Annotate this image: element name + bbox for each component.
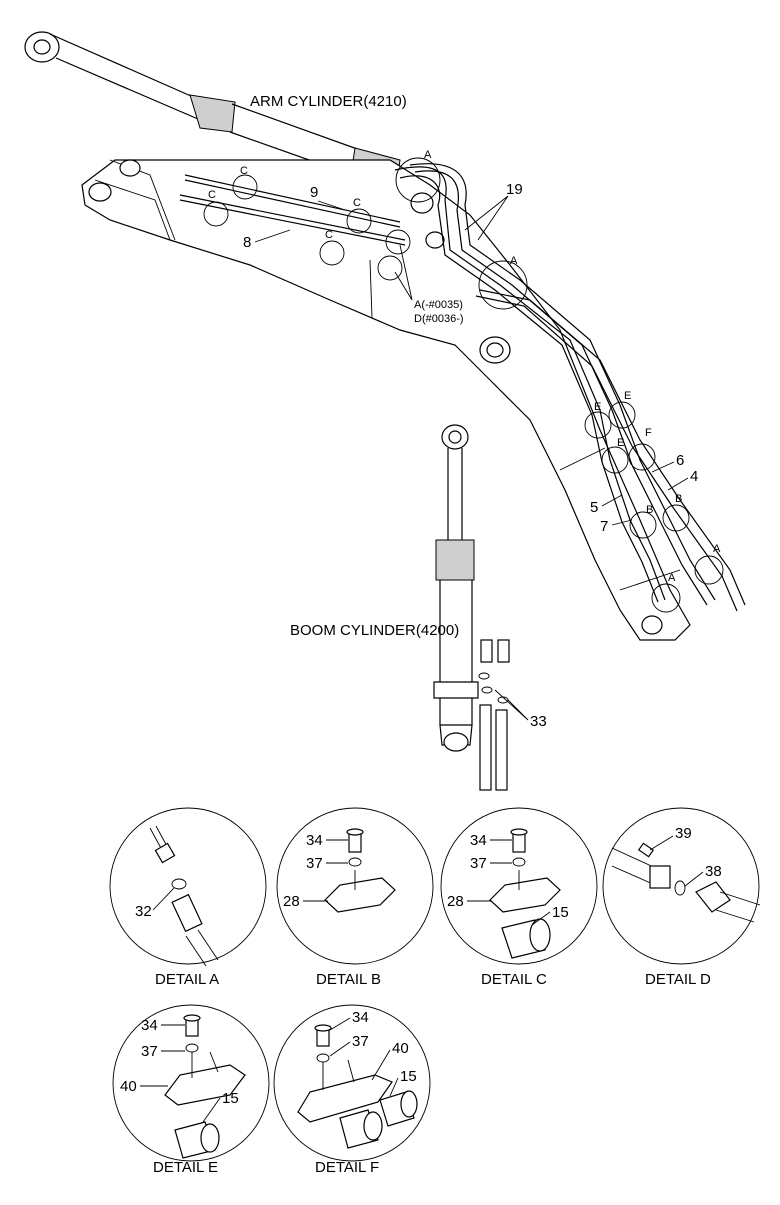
callout-b-1: B <box>646 504 653 516</box>
callout-c-3: C <box>353 197 361 209</box>
part-number-5: 5 <box>590 499 598 516</box>
part-number-37-e: 37 <box>141 1043 158 1060</box>
part-number-6: 6 <box>676 452 684 469</box>
callout-a-mid: A <box>510 255 518 267</box>
part-number-40-f: 40 <box>392 1040 409 1057</box>
callout-e-2: E <box>624 390 631 402</box>
callout-e-1: E <box>594 401 601 413</box>
part-number-37-c: 37 <box>470 855 487 872</box>
fitting-parts <box>478 639 510 791</box>
detail-b <box>276 807 434 965</box>
detail-f-caption: DETAIL F <box>315 1159 379 1176</box>
callout-a-top: A <box>424 149 432 161</box>
part-number-34-f: 34 <box>352 1009 369 1026</box>
part-number-28-b: 28 <box>283 893 300 910</box>
a-range-label: A(-#0035) <box>414 299 463 311</box>
callout-f: F <box>645 427 652 439</box>
part-number-19: 19 <box>506 181 523 198</box>
part-number-34-c: 34 <box>470 832 487 849</box>
callout-a-low-2: A <box>713 543 721 555</box>
detail-a <box>109 807 267 967</box>
callout-c-4: C <box>325 229 333 241</box>
detail-c-caption: DETAIL C <box>481 971 547 988</box>
part-number-9: 9 <box>310 184 318 201</box>
part-number-4: 4 <box>690 468 698 485</box>
part-number-28-c: 28 <box>447 893 464 910</box>
part-number-37-b: 37 <box>306 855 323 872</box>
boom-body <box>81 159 691 641</box>
part-number-34-e: 34 <box>141 1017 158 1034</box>
detail-d <box>602 807 761 965</box>
part-number-7: 7 <box>600 518 608 535</box>
detail-e-caption: DETAIL E <box>153 1159 218 1176</box>
detail-b-caption: DETAIL B <box>316 971 381 988</box>
detail-e <box>112 1004 270 1162</box>
d-range-label: D(#0036-) <box>414 313 464 325</box>
part-number-33: 33 <box>530 713 547 730</box>
part-number-38: 38 <box>705 863 722 880</box>
part-number-32: 32 <box>135 903 152 920</box>
part-number-40-e: 40 <box>120 1078 137 1095</box>
callout-e-3: E <box>617 437 624 449</box>
part-number-37-f: 37 <box>352 1033 369 1050</box>
part-number-8: 8 <box>243 234 251 251</box>
part-number-15-e: 15 <box>222 1090 239 1107</box>
boom-cylinder <box>433 424 479 752</box>
detail-d-caption: DETAIL D <box>645 971 711 988</box>
hose-lines <box>179 163 746 612</box>
callout-c-2: C <box>208 189 216 201</box>
detail-f <box>273 1004 431 1162</box>
part-number-15-c: 15 <box>552 904 569 921</box>
arm-cylinder-label: ARM CYLINDER(4210) <box>250 93 407 110</box>
detail-a-caption: DETAIL A <box>155 971 219 988</box>
callout-a-low-1: A <box>668 572 676 584</box>
callout-circles <box>203 157 724 613</box>
callout-c-1: C <box>240 165 248 177</box>
part-number-15-f: 15 <box>400 1068 417 1085</box>
detail-c <box>440 807 598 965</box>
boom-cylinder-label: BOOM CYLINDER(4200) <box>290 622 459 639</box>
callout-b-2: B <box>675 493 682 505</box>
part-number-39: 39 <box>675 825 692 842</box>
part-number-34-b: 34 <box>306 832 323 849</box>
